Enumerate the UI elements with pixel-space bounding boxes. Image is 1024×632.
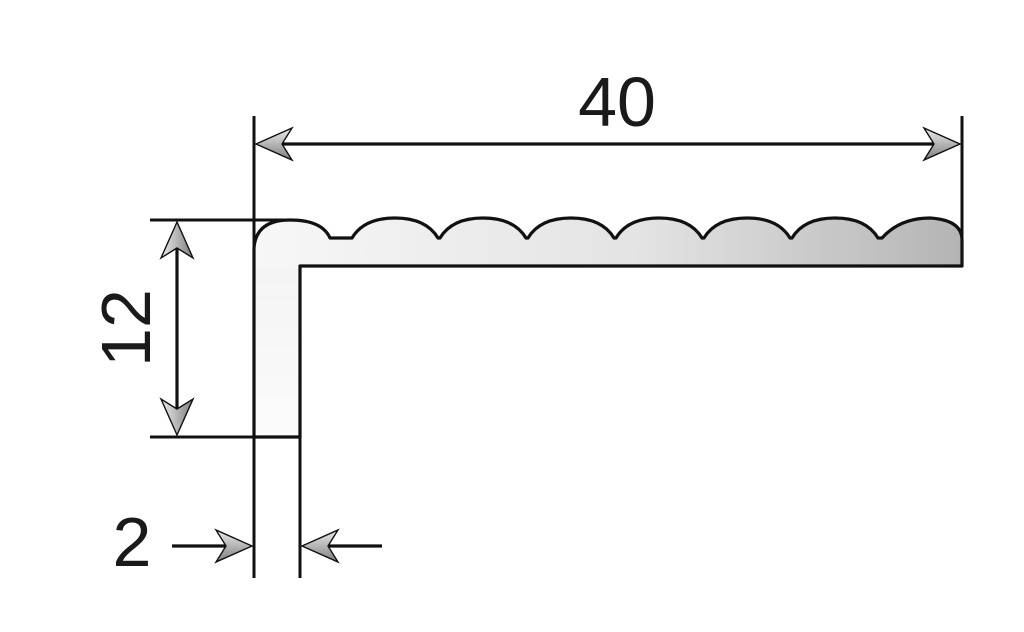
profile-body: [252, 216, 964, 439]
thickness-arrowhead-right: [300, 528, 340, 564]
profile-vertical-leg-shade: [256, 268, 298, 435]
width-dimension: 40: [254, 63, 962, 162]
width-arrowhead-right: [922, 126, 962, 162]
width-dimension-label: 40: [578, 63, 656, 141]
height-arrowhead-top: [159, 220, 195, 260]
height-arrowhead-bottom: [159, 397, 195, 437]
profile-shape: [252, 216, 964, 439]
thickness-dimension-label: 2: [113, 503, 152, 581]
width-arrowhead-left: [254, 126, 294, 162]
thickness-arrowhead-left: [214, 528, 254, 564]
thickness-dimension: 2: [113, 503, 382, 581]
extension-lines: [150, 116, 964, 578]
height-dimension: 12: [87, 220, 195, 437]
height-dimension-label: 12: [87, 289, 165, 367]
